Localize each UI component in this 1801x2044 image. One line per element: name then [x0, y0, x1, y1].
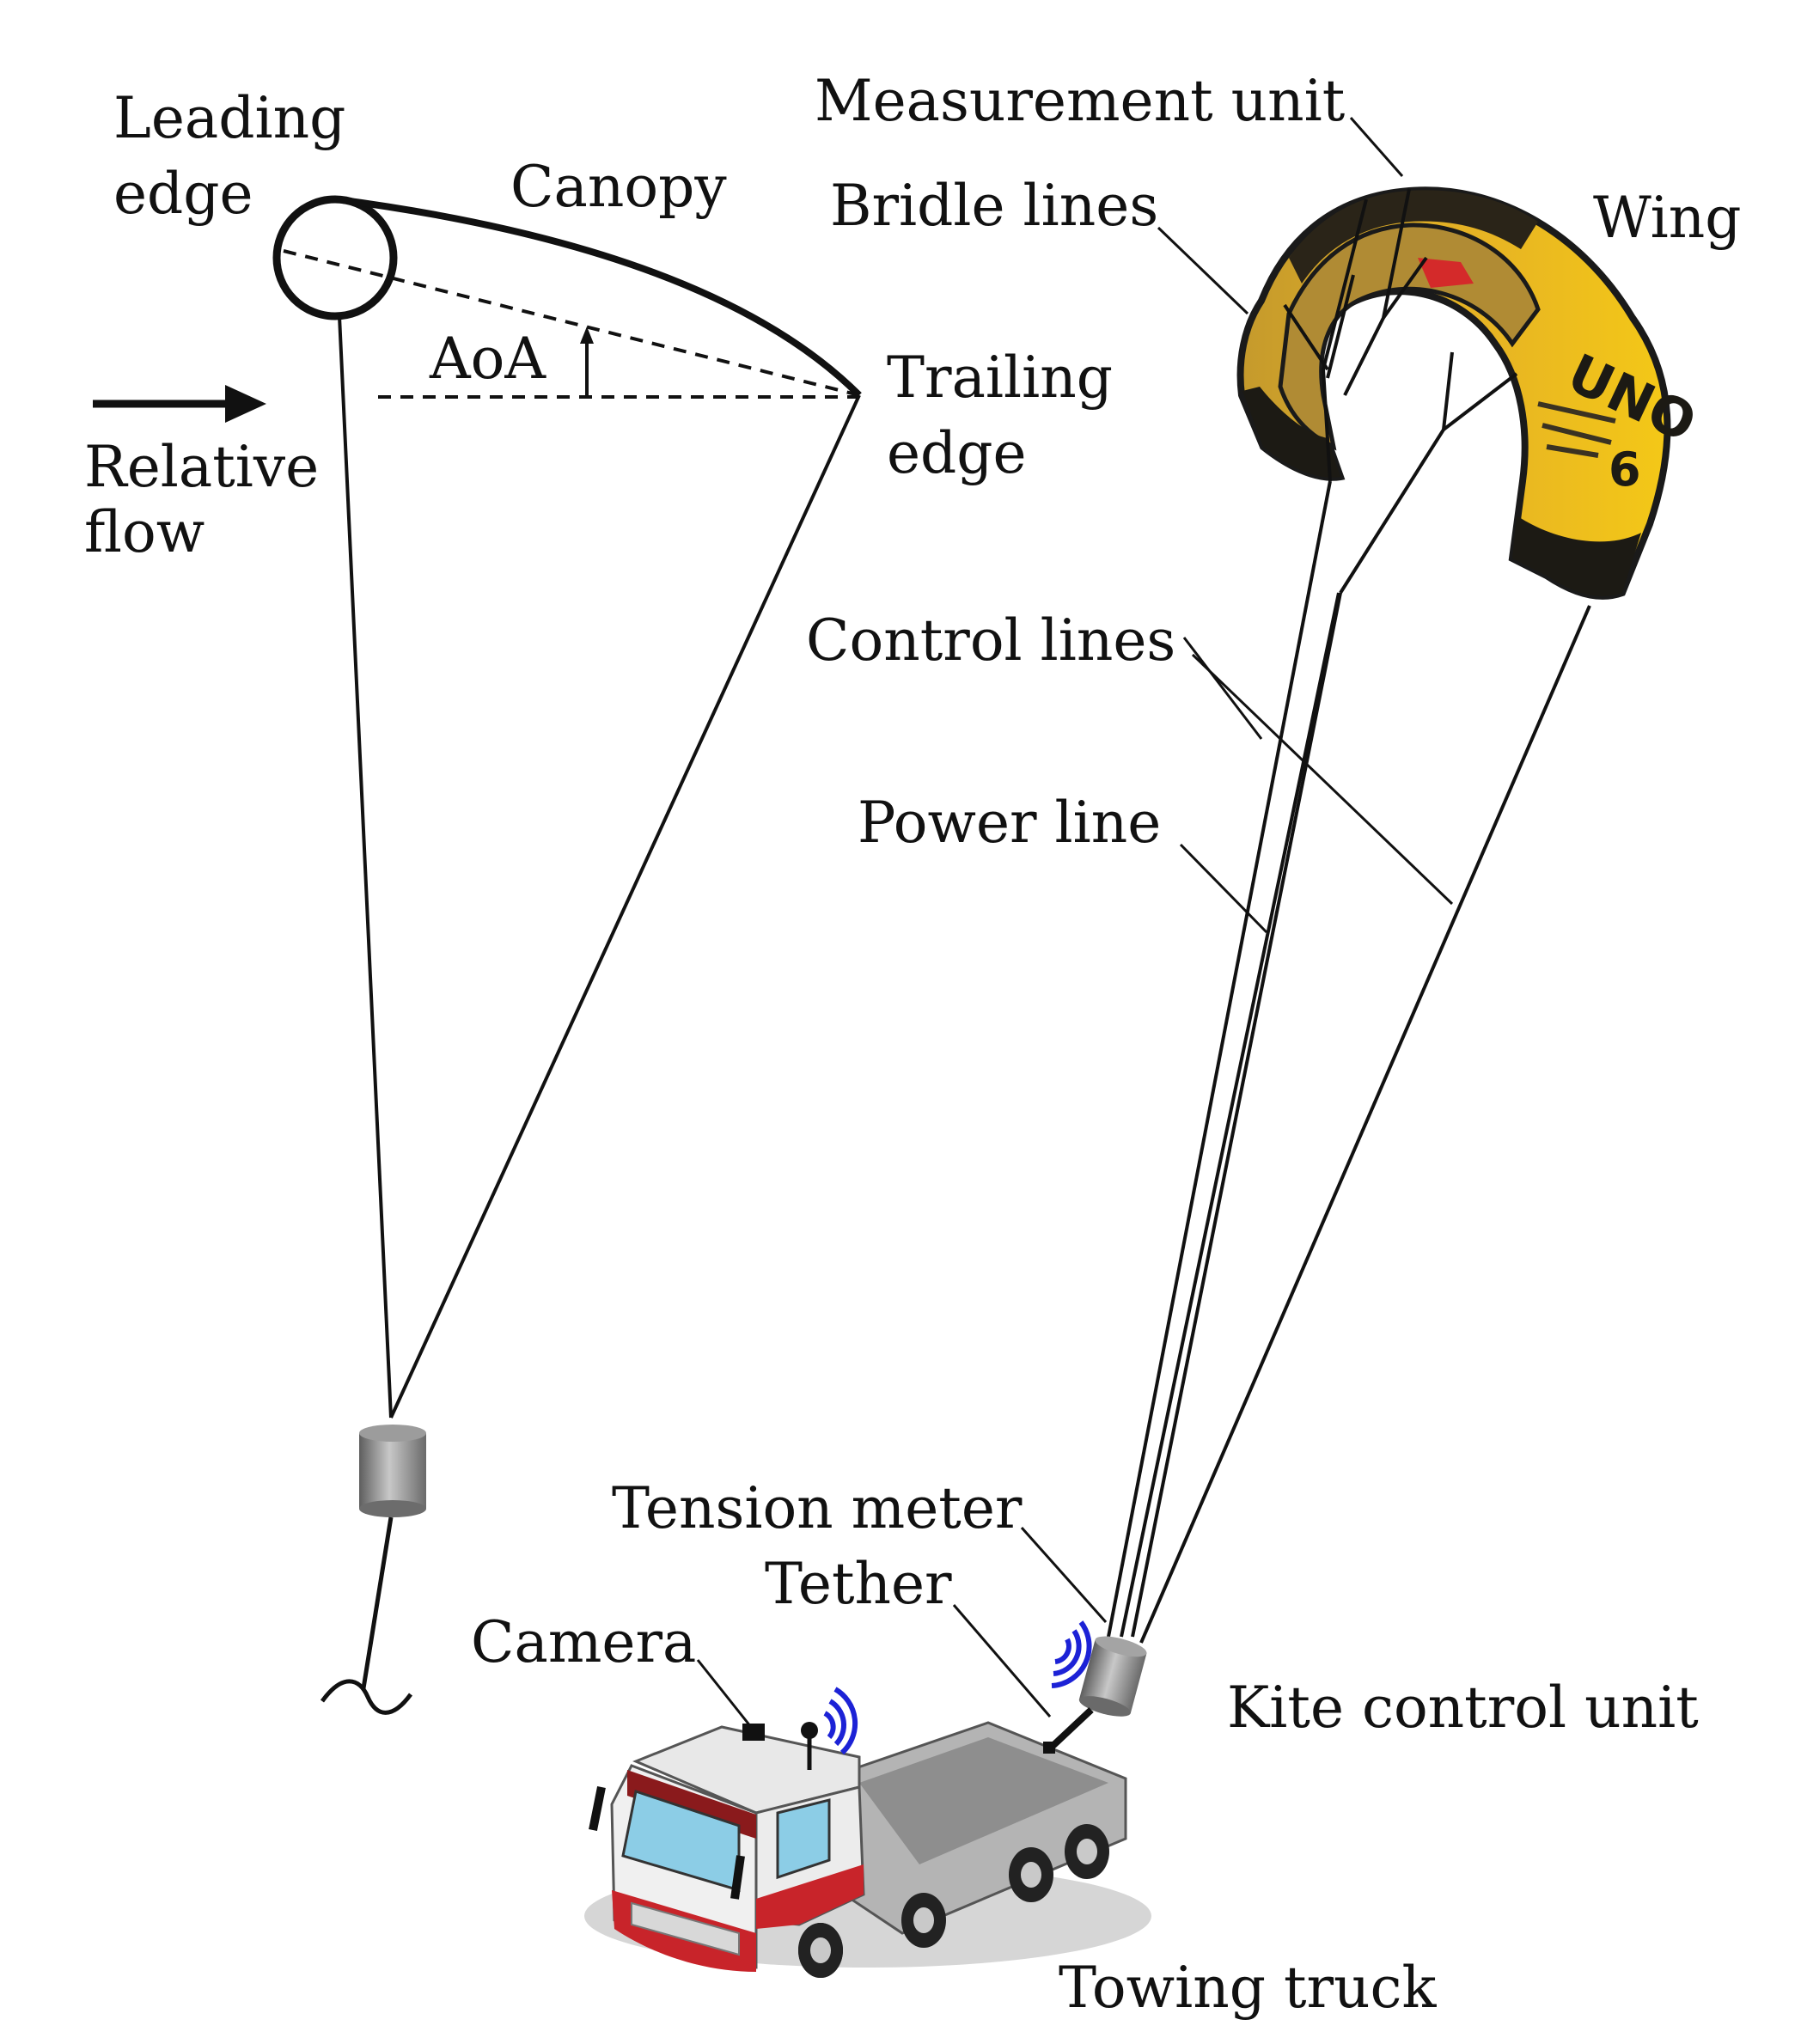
- bridle-lines: [1283, 188, 1518, 595]
- label-trailing-edge-2: edge: [887, 420, 1027, 486]
- label-leading-edge-2: edge: [113, 161, 253, 227]
- label-control-lines: Control lines: [806, 607, 1175, 674]
- label-kite-control-unit: Kite control unit: [1227, 1675, 1699, 1741]
- canopy-curve: [336, 196, 862, 398]
- control-line-left: [1107, 480, 1332, 1638]
- label-towing-truck: Towing truck: [1059, 1955, 1438, 2021]
- label-leading-edge-1: Leading: [113, 85, 345, 151]
- label-bridle-lines: Bridle lines: [830, 173, 1158, 239]
- truck-mirror-left: [589, 1786, 606, 1831]
- wing-leading-edge-band: [1289, 190, 1538, 284]
- ground-line-left: [361, 1516, 394, 1689]
- wing-tip-right: [1512, 516, 1641, 596]
- signal-icon-control-unit: [1051, 1620, 1092, 1688]
- control-line-right: [1139, 605, 1591, 1644]
- wing-brush-strokes: [1537, 401, 1616, 458]
- wing-size-text: 6: [1609, 442, 1641, 497]
- truck-side-red: [756, 1864, 864, 1929]
- label-measurement-unit: Measurement unit: [815, 68, 1345, 134]
- wing-red-graphic: [1418, 258, 1474, 288]
- kite-wing: UNO 6: [1236, 186, 1706, 600]
- aoa-arrow-head: [580, 326, 594, 344]
- kite-lines: [1107, 480, 1591, 1644]
- antenna-tip: [801, 1722, 818, 1739]
- power-line: [1120, 592, 1340, 1638]
- kite-profile-schematic: [93, 195, 862, 1715]
- tether-line: [1047, 1707, 1094, 1751]
- label-relative-flow-2: flow: [84, 499, 205, 565]
- chord-line: [283, 249, 860, 397]
- truck-wheels: [798, 1824, 1109, 1978]
- relative-flow-arrow: [93, 385, 266, 423]
- towing-truck: [584, 1721, 1151, 1978]
- annotation-leaders: [696, 117, 1454, 1728]
- camera-box: [742, 1724, 765, 1741]
- wing-tip-left: [1242, 387, 1340, 478]
- label-relative-flow-1: Relative: [84, 434, 319, 500]
- kite-control-unit: [1047, 1636, 1147, 1751]
- tether-anchor: [1043, 1742, 1055, 1754]
- label-tether: Tether: [765, 1551, 952, 1617]
- label-trailing-edge-1: Trailing: [887, 345, 1113, 411]
- tension-cylinder-left: [359, 1425, 426, 1517]
- label-tension-meter: Tension meter: [612, 1475, 1023, 1541]
- label-camera: Camera: [471, 1609, 696, 1675]
- ground-break-symbol: [320, 1679, 413, 1715]
- truck-mirror-right: [730, 1855, 745, 1900]
- truck-side-window: [776, 1798, 831, 1880]
- power-line-b: [1131, 592, 1342, 1638]
- label-canopy: Canopy: [510, 154, 727, 220]
- signal-icon-truck: [823, 1687, 858, 1755]
- truck-bed-floor: [859, 1737, 1108, 1864]
- leading-edge-circle: [272, 195, 398, 320]
- label-wing: Wing: [1593, 185, 1742, 251]
- truck-grille: [631, 1901, 740, 1956]
- label-power-line: Power line: [858, 790, 1161, 856]
- label-aoa: AoA: [429, 326, 546, 392]
- rear-line: [389, 394, 861, 1419]
- front-line: [338, 315, 393, 1419]
- labels: Leading edge Canopy AoA Trailing edge Re…: [84, 68, 1742, 2021]
